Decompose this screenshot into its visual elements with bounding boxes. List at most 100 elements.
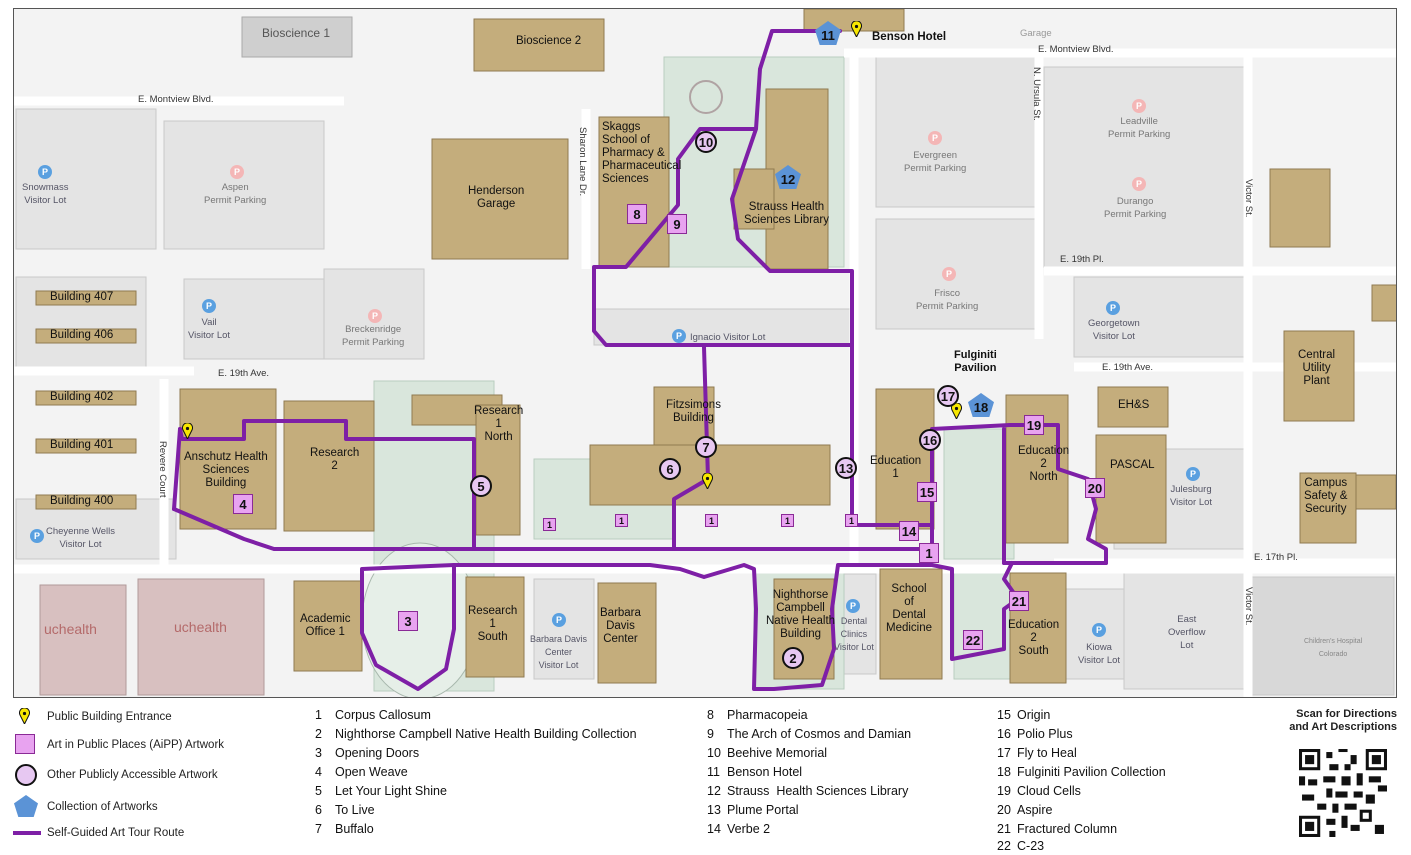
- parking-icon: P: [1132, 177, 1146, 191]
- map-legend: Public Building Entrance Art in Public P…: [13, 702, 1397, 853]
- building-childrens-hospital: Children's Hospital Colorado: [1304, 638, 1363, 658]
- street-19th-place: E. 19th Pl.: [1060, 254, 1104, 265]
- parking-icon: P: [552, 613, 566, 627]
- building-fulginiti: Fulginiti Pavilion: [954, 349, 997, 374]
- qr-code-icon[interactable]: [1299, 749, 1387, 837]
- building-research-1-north: Research 1 North: [474, 405, 524, 443]
- art-marker-16[interactable]: 16: [919, 429, 941, 451]
- parking-icon: P: [1132, 99, 1146, 113]
- art-marker-20[interactable]: 20: [1085, 478, 1105, 498]
- building-central-utility: Central Utility Plant: [1298, 349, 1336, 387]
- map-base: [14, 9, 1396, 697]
- street-19th-ave-west: E. 19th Ave.: [218, 368, 270, 379]
- legend-collection: Collection of Artworks: [47, 801, 158, 813]
- art-marker-22[interactable]: 22: [963, 630, 983, 650]
- art-marker-small[interactable]: 1: [543, 518, 556, 531]
- art-marker-7[interactable]: 7: [695, 436, 717, 458]
- parking-icon: P: [230, 165, 244, 179]
- legend-route: Self-Guided Art Tour Route: [47, 827, 185, 839]
- street-17th-place: E. 17th Pl.: [1254, 552, 1298, 563]
- lot-kiowa: Kiowa Visitor Lot: [1078, 642, 1121, 666]
- art-marker-4[interactable]: 4: [233, 494, 253, 514]
- street-montview-west: E. Montview Blvd.: [138, 94, 214, 105]
- parking-icon: P: [202, 299, 216, 313]
- building-academic-office-1: Academic Office 1: [300, 613, 351, 638]
- building-benson-hotel: Benson Hotel: [872, 31, 947, 43]
- art-marker-19[interactable]: 19: [1024, 415, 1044, 435]
- parking-icon: P: [1186, 467, 1200, 481]
- building-anschutz: Anschutz Health Sciences Building: [184, 451, 268, 489]
- building-education-2-north: Education 2 North: [1018, 445, 1070, 483]
- route-line-icon: [13, 831, 41, 835]
- art-marker-small[interactable]: 1: [705, 514, 718, 527]
- art-marker-6[interactable]: 6: [659, 458, 681, 480]
- entrance-pin-icon[interactable]: [702, 473, 713, 489]
- entrance-pin-icon: [19, 708, 30, 724]
- art-marker-8[interactable]: 8: [627, 204, 647, 224]
- building-skaggs: Skaggs School of Pharmacy & Pharmaceutic…: [602, 121, 682, 185]
- building-barbara-davis: Barbara Davis Center: [600, 607, 641, 645]
- other-art-circle-icon: [15, 764, 37, 786]
- building-fitzsimons: Fitzsimons Building: [666, 399, 721, 424]
- building-401: Building 401: [50, 439, 114, 451]
- building-campus-safety: Campus Safety & Security: [1304, 477, 1348, 515]
- art-marker-3[interactable]: 3: [398, 611, 418, 631]
- art-marker-2[interactable]: 2: [782, 647, 804, 669]
- art-marker-15[interactable]: 15: [917, 482, 937, 502]
- street-n-ursula: N. Ursula St.: [1031, 67, 1042, 121]
- art-marker-small[interactable]: 1: [845, 514, 858, 527]
- art-marker-14[interactable]: 14: [899, 521, 919, 541]
- art-marker-21[interactable]: 21: [1009, 591, 1029, 611]
- garage-label: Garage: [1020, 28, 1052, 39]
- art-marker-13[interactable]: 13: [835, 457, 857, 479]
- art-marker-5[interactable]: 5: [470, 475, 492, 497]
- art-marker-small[interactable]: 1: [615, 514, 628, 527]
- lot-cheyenne-wells: Cheyenne Wells Visitor Lot: [46, 526, 116, 550]
- collection-pentagon-icon: [14, 795, 38, 817]
- parking-icon: P: [1106, 301, 1120, 315]
- art-marker-small[interactable]: 1: [781, 514, 794, 527]
- building-406: Building 406: [50, 329, 114, 341]
- parking-icon: P: [368, 309, 382, 323]
- lot-durango: Durango Permit Parking: [1104, 196, 1167, 220]
- building-ehs: EH&S: [1118, 399, 1150, 411]
- street-sharon-lane: Sharon Lane Dr.: [577, 127, 588, 197]
- entrance-pin-icon[interactable]: [951, 403, 962, 419]
- lot-snowmass: Snowmass Visitor Lot: [22, 182, 69, 206]
- art-marker-17[interactable]: 17: [937, 385, 959, 407]
- art-marker-10[interactable]: 10: [695, 131, 717, 153]
- legend-entrance: Public Building Entrance: [47, 711, 172, 723]
- parking-icon: P: [928, 131, 942, 145]
- building-education-1: Education 1: [870, 455, 922, 480]
- entrance-pin-icon[interactable]: [182, 423, 193, 439]
- art-marker-9[interactable]: 9: [667, 214, 687, 234]
- building-407: Building 407: [50, 291, 114, 303]
- building-research-2: Research 2: [310, 447, 360, 472]
- lot-breckenridge: Breckenridge Permit Parking: [342, 324, 405, 348]
- building-nighthorse: Nighthorse Campbell Native Health Buildi…: [766, 589, 836, 640]
- building-pascal: PASCAL: [1110, 459, 1155, 471]
- street-19th-ave-east: E. 19th Ave.: [1102, 362, 1154, 373]
- lot-julesburg: Julesburg Visitor Lot: [1170, 484, 1213, 508]
- campus-map[interactable]: E. Montview Blvd. E. Montview Blvd. E. 1…: [13, 8, 1397, 698]
- entrance-pin-icon[interactable]: [851, 21, 862, 37]
- building-uchealth-1: uchealth: [44, 621, 97, 637]
- street-victor-north: Victor St.: [1243, 179, 1254, 218]
- art-marker-1[interactable]: 1: [919, 543, 939, 563]
- lot-frisco: Frisco Permit Parking: [916, 288, 979, 312]
